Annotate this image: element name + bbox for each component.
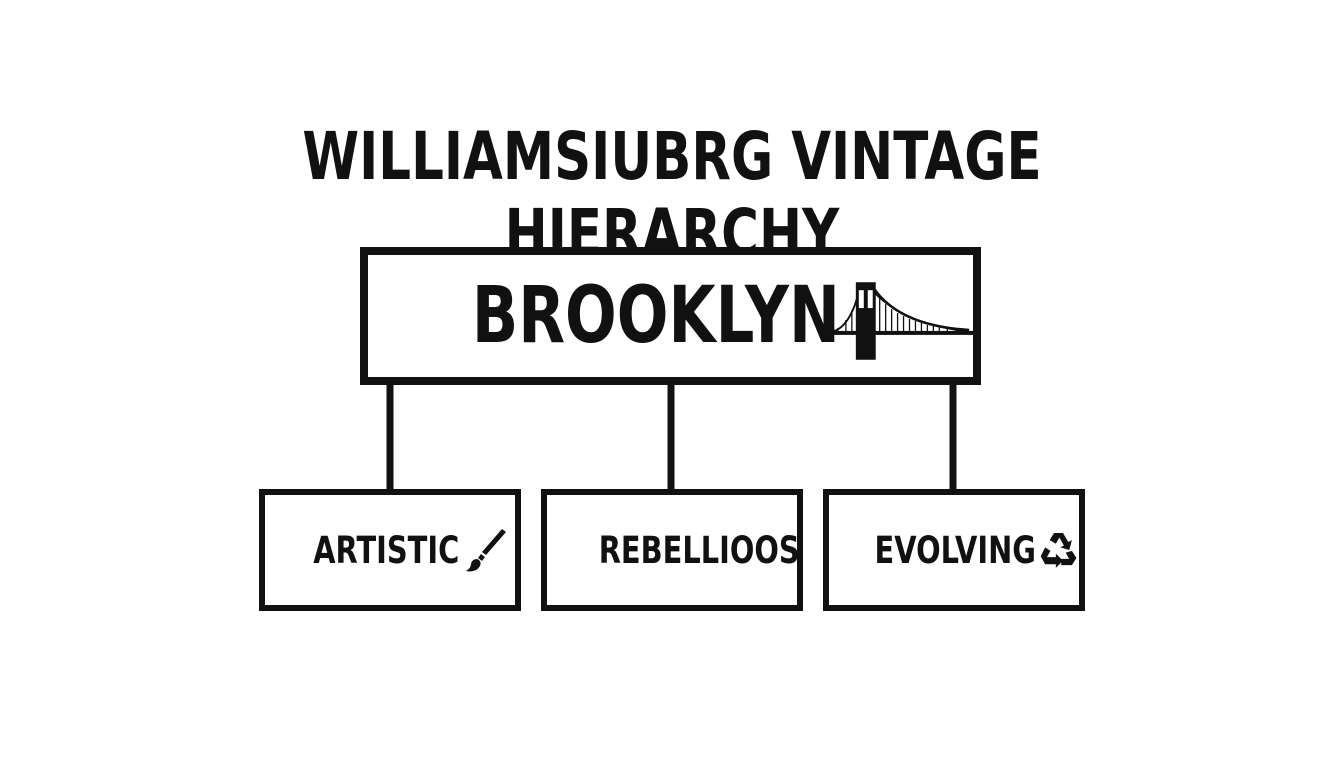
bridge-icon <box>829 282 973 360</box>
recycle-icon <box>1040 533 1077 568</box>
child-node-rebellious: REBELLIOOS <box>541 489 803 611</box>
diagram-title: WILLIAMSIUBRG VINTAGE HIERARCHY <box>302 118 1042 272</box>
child-node-label: EVOLVING <box>874 528 1036 572</box>
child-node-evolving: EVOLVING <box>823 489 1085 611</box>
child-node-label: ARTISTIC <box>313 528 460 572</box>
root-node-brooklyn: BROOKLYN <box>360 247 981 385</box>
child-node-artistic: ARTISTIC <box>259 489 521 611</box>
child-node-label: REBELLIOOS <box>598 528 800 572</box>
paintbrush-icon <box>465 529 506 572</box>
root-node-label: BROOKLYN <box>471 271 840 361</box>
